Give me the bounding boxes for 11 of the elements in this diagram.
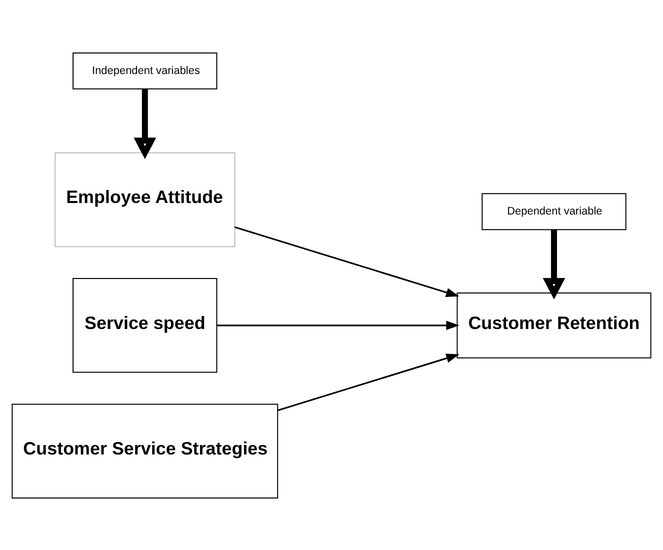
node-box: Independent variables: [72, 52, 218, 89]
arrow: [278, 353, 460, 411]
node-box: Customer Service Strategies: [12, 403, 278, 498]
node-box: Employee Attitude: [54, 152, 236, 247]
arrow: [234, 226, 460, 296]
node-box: Dependent variable: [482, 192, 626, 230]
arrow: [134, 88, 156, 159]
node-box: Customer Retention: [456, 292, 652, 358]
node-box: Service speed: [72, 278, 218, 372]
arrow: [216, 320, 460, 330]
arrow: [542, 229, 566, 299]
